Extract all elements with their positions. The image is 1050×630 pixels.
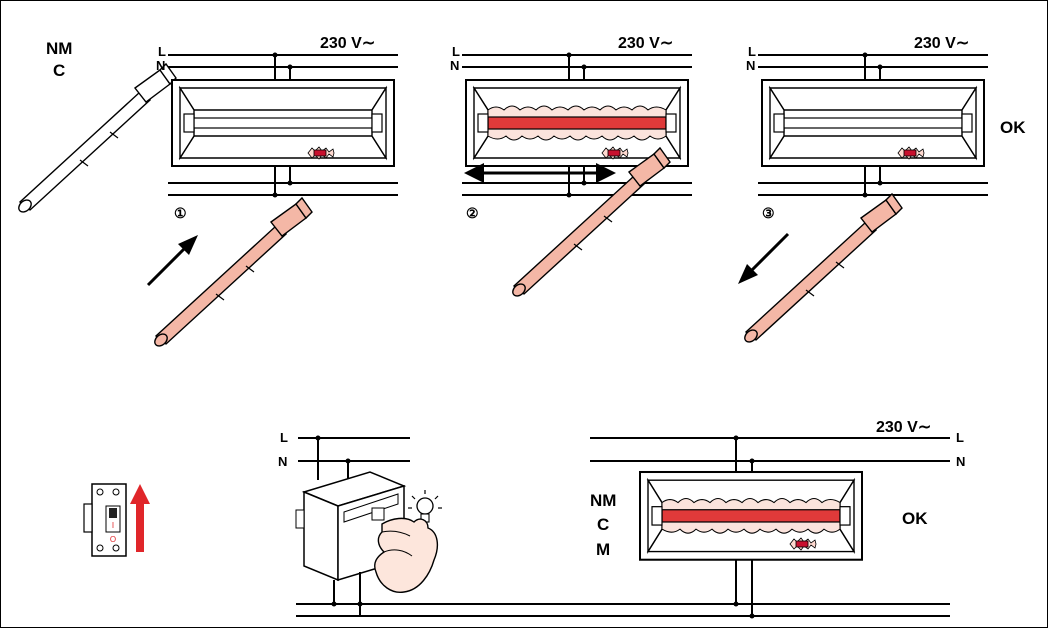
luminaire — [761, 79, 985, 167]
arrow-up-icon — [130, 484, 150, 552]
circuit-breaker-icon: I O — [83, 483, 127, 557]
magnet-wand-icon — [509, 147, 671, 300]
side-text-nm: NM — [590, 491, 616, 510]
status-ok: OK — [1000, 118, 1026, 137]
panel-2: L N 230 V∼ ② — [450, 35, 692, 300]
voltage-label: 230 V∼ — [914, 35, 969, 52]
lightbulb-icon — [408, 490, 442, 523]
step-number: ② — [466, 205, 479, 221]
panel-1-side-text-c: C — [53, 61, 65, 80]
voltage-label: 230 V∼ — [618, 35, 673, 52]
line-label: L — [452, 44, 460, 59]
arrow-icon — [146, 235, 198, 287]
side-text-c: C — [597, 515, 609, 534]
side-text-m: M — [596, 540, 610, 559]
panel-1: NM C L N 230 V∼ ① — [15, 35, 398, 350]
voltage-label: 230 V∼ — [320, 35, 375, 52]
line-label: L — [280, 430, 288, 445]
hand-icon — [374, 517, 439, 593]
line-label: L — [158, 44, 166, 59]
magnet-wand-icon — [15, 63, 177, 216]
neutral-label: N — [278, 454, 287, 469]
voltage-label: 230 V∼ — [876, 419, 931, 436]
status-ok: OK — [902, 509, 928, 528]
luminaire-lit — [638, 470, 864, 561]
panel-1-side-text-nm: NM — [46, 39, 72, 58]
neutral-label: N — [450, 58, 459, 73]
line-label: L — [748, 44, 756, 59]
neutral-label: N — [156, 58, 165, 73]
step-number: ① — [174, 205, 187, 221]
neutral-label: N — [746, 58, 755, 73]
breaker-off-label: O — [110, 535, 116, 544]
panel-3: L N 230 V∼ OK ③ — [738, 35, 1026, 346]
arrow-icon — [738, 232, 790, 284]
neutral-label: N — [956, 454, 965, 469]
double-arrow-icon — [464, 163, 616, 183]
luminaire — [171, 79, 395, 167]
bottom-section: I O L N — [83, 419, 965, 619]
line-label: L — [956, 430, 964, 445]
step-number: ③ — [762, 205, 775, 221]
breaker-on-label: I — [112, 521, 114, 530]
